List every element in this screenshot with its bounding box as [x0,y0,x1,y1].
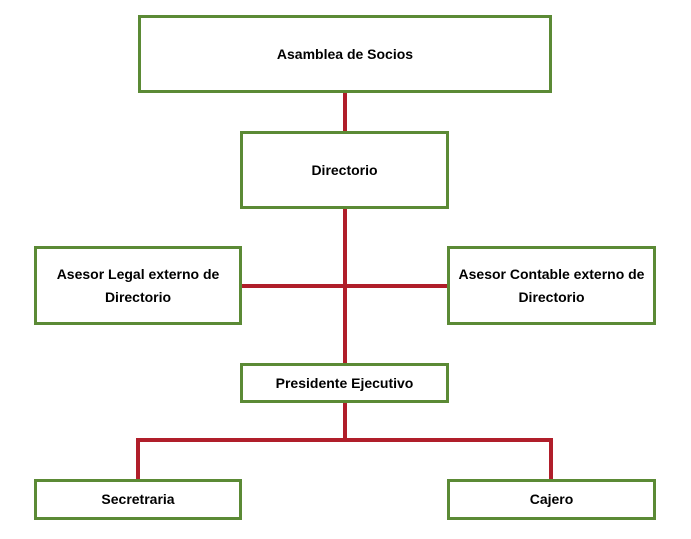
node-label: Presidente Ejecutivo [275,374,414,391]
node-label: Asamblea de Socios [276,45,414,62]
node-label: Asesor Legal externo de Directorio [56,266,220,305]
node-label: Secretraria [101,491,175,508]
node-label: Directorio [311,161,378,178]
node-cajero: Cajero [447,479,656,520]
node-label: Asesor Contable externo de Directorio [458,266,645,305]
node-directorio: Directorio [240,131,449,209]
node-asamblea-de-socios: Asamblea de Socios [138,15,552,93]
node-asesor-contable: Asesor Contable externo de Directorio [447,246,656,325]
node-label: Cajero [529,491,574,508]
node-secretaria: Secretraria [34,479,242,520]
node-asesor-legal: Asesor Legal externo de Directorio [34,246,242,325]
node-presidente-ejecutivo: Presidente Ejecutivo [240,363,449,403]
